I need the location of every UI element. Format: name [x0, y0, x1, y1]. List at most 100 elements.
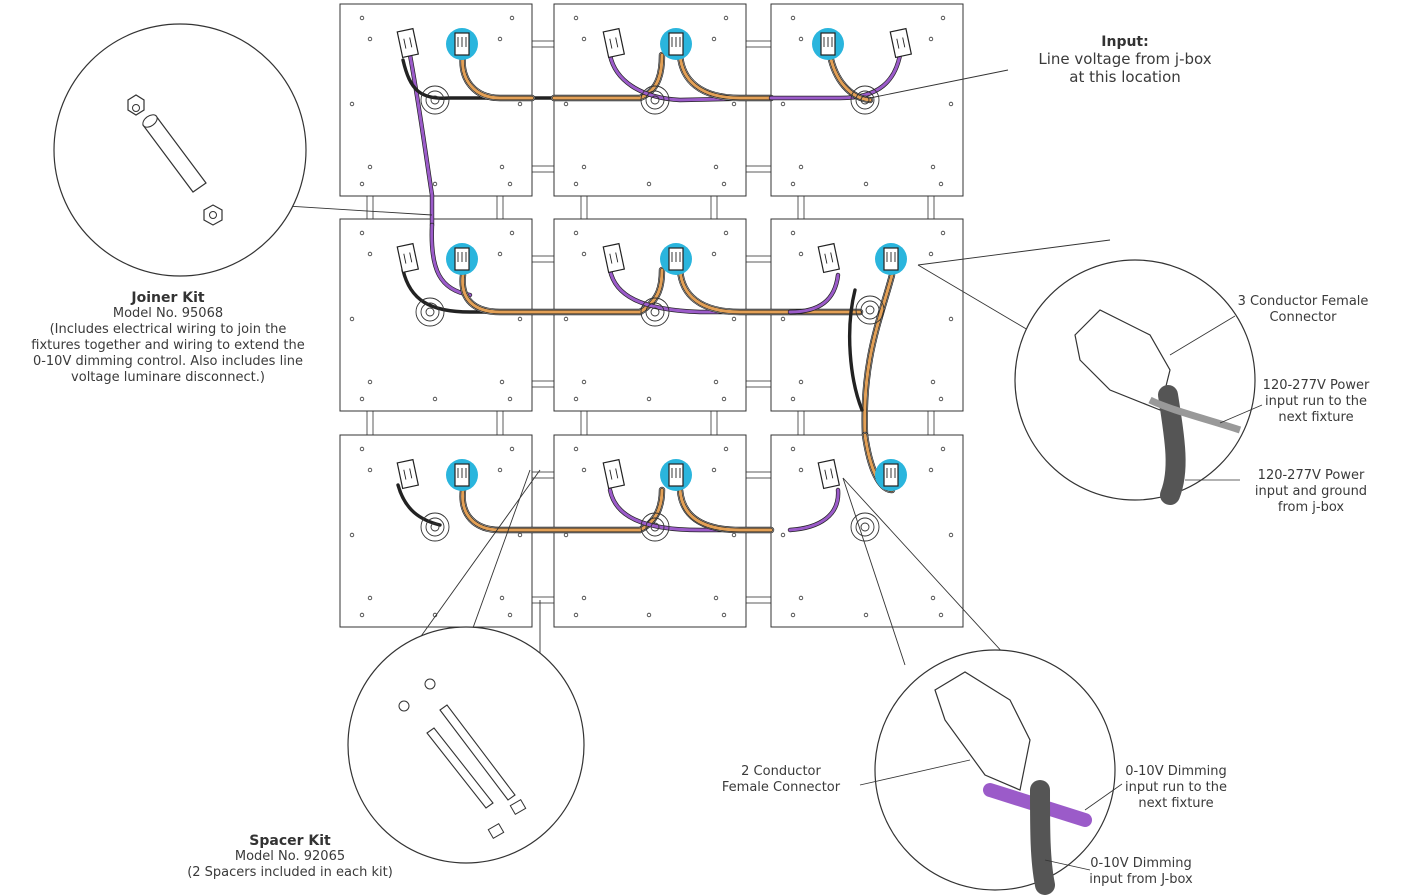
nut-icon	[509, 798, 527, 816]
mount-hole	[367, 164, 373, 170]
mount-hole	[573, 181, 579, 187]
connector-3-pins	[823, 37, 833, 47]
conn3-run-2: input run to the	[1264, 394, 1368, 409]
mount-hole	[721, 181, 727, 187]
mount-hole	[863, 181, 869, 187]
joiner-kit-desc-3: 0-10V dimming control. Also includes lin…	[32, 354, 304, 369]
mount-hole	[359, 15, 365, 21]
mount-hole	[940, 446, 946, 452]
conn2-name-leader	[859, 759, 971, 786]
connector-2-pins	[403, 468, 413, 480]
spacer-bar-v	[496, 195, 504, 220]
conn2-jbox-label: 0-10V Dimming input from J-box	[1066, 856, 1216, 888]
spacer-kit-label: Spacer Kit Model No. 92065 (2 Spacers in…	[180, 833, 400, 881]
mount-hole	[646, 181, 652, 187]
connector-3-pins	[457, 252, 467, 262]
connector-2-pins	[824, 468, 834, 480]
conn2-run-label: 0-10V Dimming input run to the next fixt…	[1106, 764, 1246, 812]
connector-2-pins	[609, 252, 619, 264]
dim-wire	[408, 53, 434, 227]
connector-3-pins	[886, 252, 896, 262]
power-bundle	[828, 53, 872, 102]
connector-2-body	[396, 458, 420, 490]
connector-3-pins	[457, 468, 467, 478]
connector-2-body	[602, 242, 626, 274]
screw-head-icon	[398, 700, 410, 712]
mount-hole	[349, 532, 355, 538]
conn2-jbox-leader	[1044, 859, 1091, 871]
mount-hole	[573, 446, 579, 452]
mount-hole	[798, 251, 804, 257]
mount-hole	[359, 396, 365, 402]
spacer-bar-h	[745, 165, 772, 173]
mount-hole	[948, 101, 954, 107]
power-bundle	[863, 273, 894, 437]
conn2-jbox-1: 0-10V Dimming	[1090, 856, 1192, 871]
power-bundle	[678, 488, 773, 532]
knockout-ring	[640, 512, 670, 542]
wiring	[396, 51, 903, 534]
mount-hole	[367, 379, 373, 385]
mount-hole	[517, 101, 523, 107]
mount-hole	[367, 251, 373, 257]
spacer-bar-h	[531, 40, 555, 48]
locknut-hole	[132, 104, 140, 112]
mount-hole	[581, 36, 587, 42]
conn3-run-3: next fixture	[1278, 410, 1354, 425]
joiner-kit-desc-2: fixtures together and wiring to extend t…	[31, 338, 305, 353]
mount-hole	[940, 15, 946, 21]
mount-hole	[798, 467, 804, 473]
conn2-jbox-cable	[1030, 780, 1055, 895]
connector-2-body	[396, 27, 420, 59]
mount-hole	[711, 36, 717, 42]
mount-hole	[517, 316, 523, 322]
mount-hole	[581, 251, 587, 257]
spacer-kit-title: Spacer Kit	[249, 833, 331, 849]
neutral-wire	[402, 59, 555, 100]
conn2-name-1: 2 Conductor	[741, 764, 821, 779]
spacer-rod-icon	[439, 704, 516, 801]
mount-hole	[367, 595, 373, 601]
joiner-kit-desc-4: voltage luminare disconnect.)	[71, 370, 265, 385]
input-title: Input:	[1101, 34, 1149, 50]
conn2-leader-2	[842, 477, 1006, 656]
mount-hole	[499, 379, 505, 385]
connector-2-pins	[403, 37, 413, 49]
mount-hole	[497, 467, 503, 473]
power-bundle	[461, 53, 534, 100]
knockout-ring	[855, 517, 875, 537]
joiner-kit-desc-1: (Includes electrical wiring to join the	[49, 322, 287, 337]
spacer-kit-model: Model No. 92065	[234, 849, 346, 864]
locknut-icon	[203, 204, 223, 226]
knockout-ring	[850, 85, 880, 115]
connector-3-pins	[671, 37, 681, 47]
mount-hole	[573, 612, 579, 618]
mount-hole	[349, 101, 355, 107]
knockout-ring	[420, 302, 440, 322]
spacer-bar-h	[745, 380, 772, 388]
mount-hole	[646, 612, 652, 618]
conn2-run-1: 0-10V Dimming	[1125, 764, 1227, 779]
conn3-leader-1	[917, 264, 1029, 331]
conn2-run-leader	[1084, 783, 1123, 811]
mount-hole	[581, 595, 587, 601]
neutral-wire	[402, 269, 555, 313]
knockout-ring	[860, 522, 870, 532]
dim-wire	[788, 273, 840, 314]
mount-hole	[581, 164, 587, 170]
knockout-ring	[645, 302, 665, 322]
spacer-bar-h	[531, 380, 555, 388]
mount-hole	[713, 595, 719, 601]
knockout-ring	[860, 300, 880, 320]
knockout-ring	[425, 90, 445, 110]
mount-hole	[790, 230, 796, 236]
mount-hole	[713, 164, 719, 170]
conn3-name-1: 3 Conductor Female	[1237, 294, 1369, 309]
spacer-rod-icon	[426, 727, 494, 809]
mount-hole	[780, 101, 786, 107]
mount-hole	[711, 251, 717, 257]
power-bundle	[678, 53, 773, 100]
mount-hole	[581, 467, 587, 473]
knockout-ring	[855, 295, 885, 325]
mount-hole	[507, 181, 513, 187]
